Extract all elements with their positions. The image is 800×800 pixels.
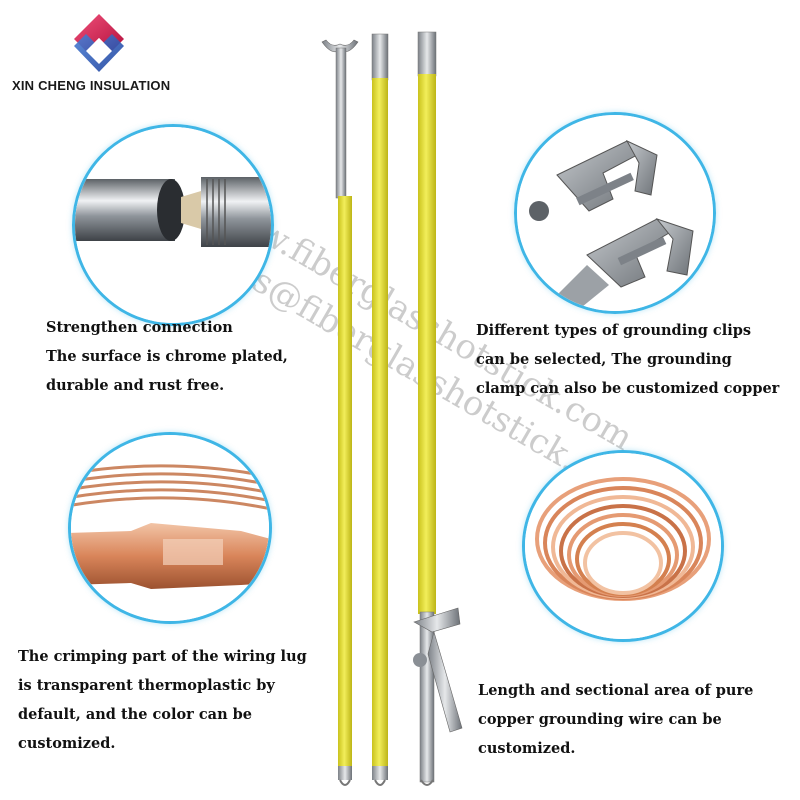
hot-stick-handle [413,31,463,786]
hot-stick-prong [321,39,359,786]
caption-clips-line3: clamp can also be customized copper [476,380,780,397]
caption-lug-line2: is transparent thermoplastic by [18,677,275,694]
caption-clips: Different types of grounding clips can b… [476,316,779,403]
caption-wire-line2: copper grounding wire can be [478,711,722,728]
caption-connection: Strengthen connection The surface is chr… [46,313,288,400]
copper-wire-photo [522,450,724,642]
hot-stick-set-illustration [321,31,463,786]
caption-wire: Length and sectional area of pure copper… [478,676,753,763]
caption-wire-line1: Length and sectional area of pure [478,682,754,699]
hot-stick-middle [371,33,389,786]
grounding-clips-photo [514,112,716,314]
caption-lug-line1: The crimping part of the wiring lug [18,648,307,665]
caption-clips-line1: Different types of grounding clips [476,322,752,339]
connection-detail-photo [72,124,274,326]
caption-lug-line3: default, and the color can be [18,706,253,723]
caption-connection-title: Strengthen connection [46,319,233,336]
caption-connection-line2: durable and rust free. [46,377,225,394]
caption-wire-line3: customized. [478,740,576,757]
caption-connection-line1: The surface is chrome plated, [46,348,288,365]
caption-clips-line2: can be selected, The grounding [476,351,732,368]
caption-lug-line4: customized. [18,735,116,752]
wiring-lug-photo [68,432,272,624]
brand-logo-icon [74,14,124,72]
caption-lug: The crimping part of the wiring lug is t… [18,642,307,758]
brand-name: XIN CHENG INSULATION [12,78,171,93]
